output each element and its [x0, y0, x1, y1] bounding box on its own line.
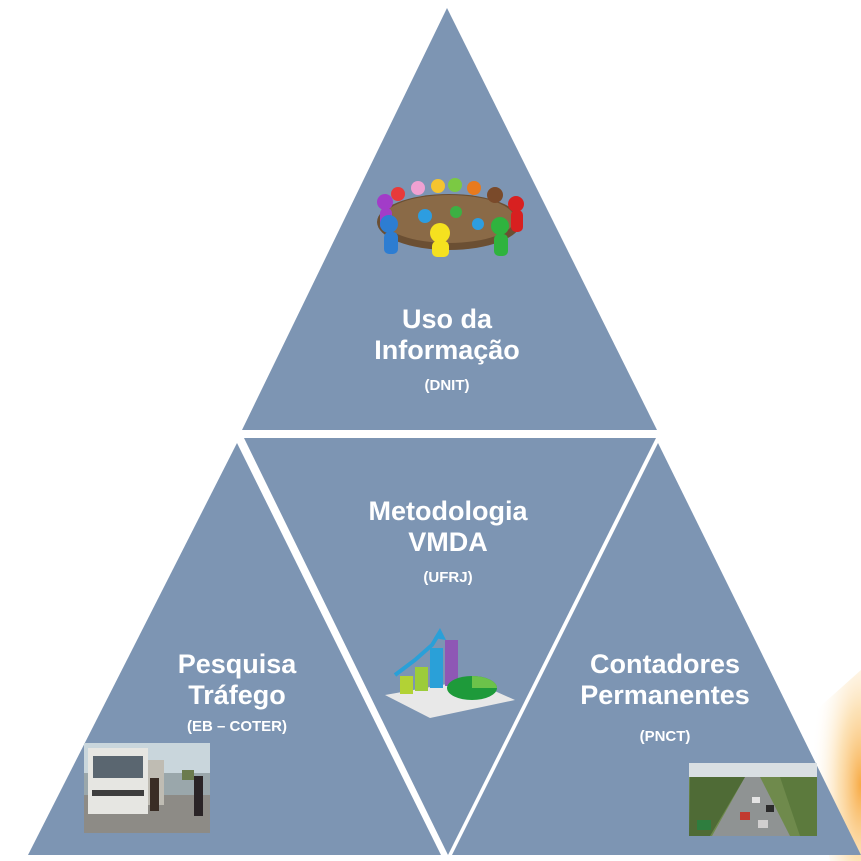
left-title: Pesquisa Tráfego: [147, 649, 327, 711]
right-org-label: (PNCT): [639, 728, 691, 745]
right-title: Contadores Permanentes: [560, 649, 770, 711]
decorative-swoosh: [805, 670, 861, 861]
top-title: Uso da Informação: [357, 304, 537, 366]
triangle-right: [452, 443, 861, 855]
center-title: Metodologia VMDA: [348, 496, 548, 558]
highway-photo: [689, 763, 817, 836]
meeting-table-icon: [377, 178, 524, 257]
center-title-line1: Metodologia: [368, 496, 528, 526]
top-org-label: (DNIT): [424, 377, 470, 394]
center-org-label: (UFRJ): [423, 569, 473, 586]
left-title-line1: Pesquisa: [177, 649, 297, 679]
left-org-label: (EB – COTER): [186, 718, 287, 735]
chart-graphic-icon: [385, 628, 515, 718]
left-title-line2: Tráfego: [188, 680, 286, 710]
center-title-line2: VMDA: [408, 527, 488, 557]
truck-photo: [84, 743, 210, 833]
right-title-line1: Contadores: [589, 649, 741, 679]
top-title-line2: Informação: [374, 335, 520, 365]
top-title-line1: Uso da: [401, 304, 493, 334]
right-title-line2: Permanentes: [580, 680, 750, 710]
